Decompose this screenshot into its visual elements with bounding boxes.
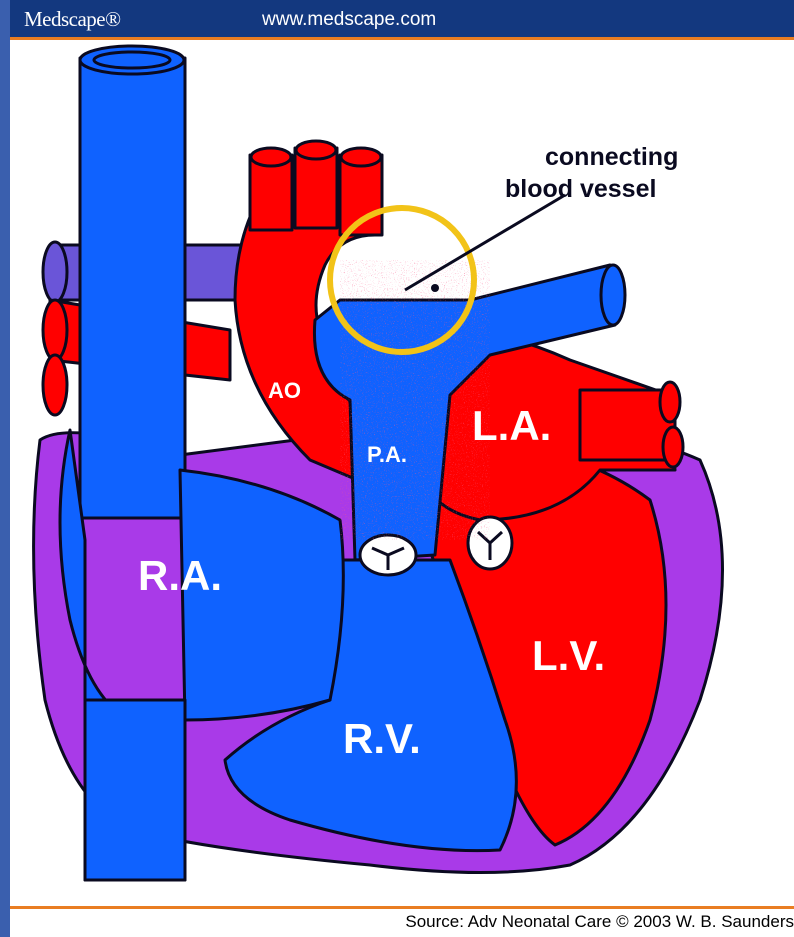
aortic-branch-1-end — [251, 148, 291, 166]
heart-diagram: connecting blood vessel AO P.A. L.A. R.A… — [10, 40, 794, 906]
label-ao: AO — [268, 378, 301, 403]
inferior-vena-cava — [85, 700, 185, 880]
label-blood-vessel: blood vessel — [505, 175, 656, 203]
site-url: www.medscape.com — [262, 9, 436, 31]
label-ra: R.A. — [138, 552, 222, 599]
diagram-canvas: connecting blood vessel AO P.A. L.A. R.A… — [10, 40, 794, 906]
pulmonary-vein-left-1 — [43, 242, 67, 302]
label-connecting: connecting — [545, 143, 678, 171]
pulmonary-vein-left-2 — [43, 300, 67, 360]
label-rv: R.V. — [343, 715, 421, 762]
pulmonary-vein-right-2 — [663, 427, 683, 467]
footer-bar: Source: Adv Neonatal Care © 2003 W. B. S… — [10, 909, 794, 937]
header-bar: Medscape® www.medscape.com — [10, 0, 794, 38]
aortic-branch-3-end — [341, 148, 381, 166]
pulmonary-vein-right-1 — [660, 382, 680, 422]
aortic-branch-2-end — [296, 141, 336, 159]
frame-border — [0, 0, 10, 937]
pulmonary-vein-left-3 — [43, 355, 67, 415]
vena-cava-lumen — [94, 52, 170, 68]
label-pa: P.A. — [367, 442, 407, 467]
superior-vena-cava — [80, 58, 185, 518]
leader-dot — [431, 284, 439, 292]
pulmonary-artery-end — [601, 265, 625, 325]
label-lv: L.V. — [532, 632, 605, 679]
source-credit: Source: Adv Neonatal Care © 2003 W. B. S… — [405, 912, 794, 932]
brand-logo: Medscape® — [24, 7, 121, 32]
label-la: L.A. — [472, 402, 551, 449]
